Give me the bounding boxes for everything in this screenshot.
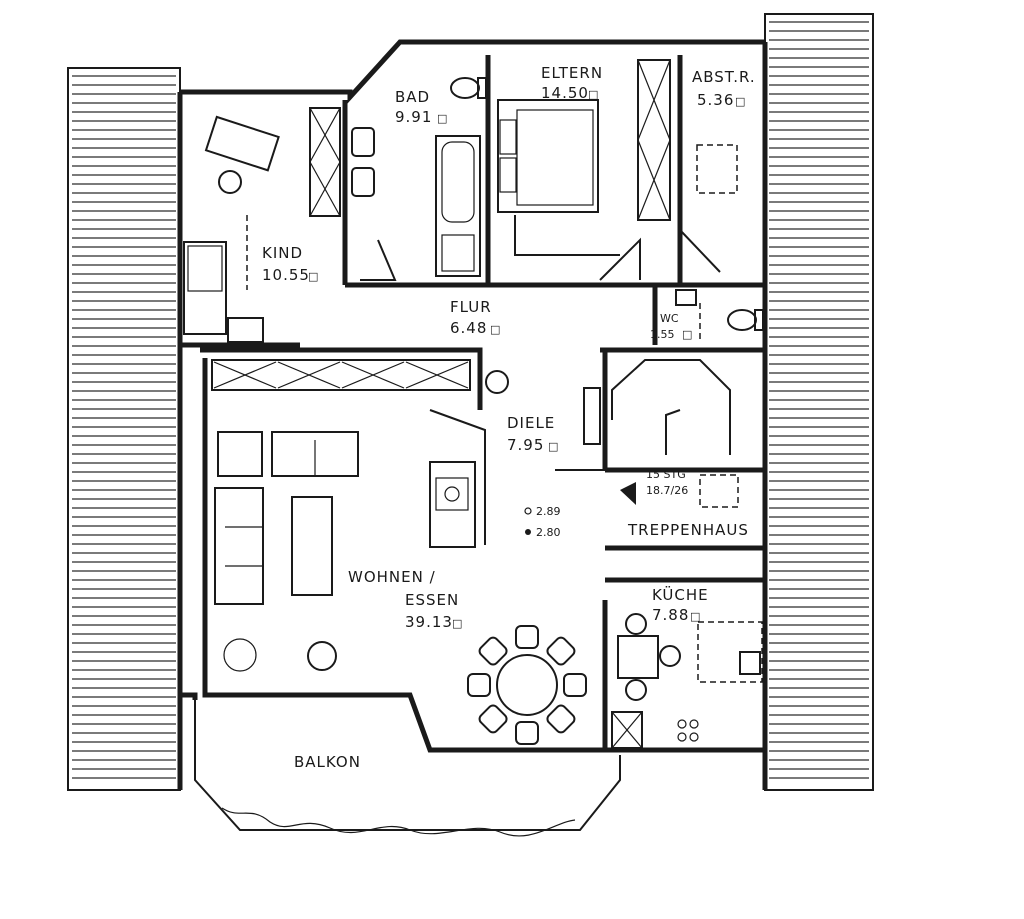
level-mark-1: 2.89 xyxy=(536,505,561,518)
room-wohnen-area: 39.13 xyxy=(405,613,453,631)
area-unit: □ xyxy=(735,95,745,108)
stair-steps-note: 15 STG xyxy=(646,468,686,481)
room-eltern-area: 14.50 xyxy=(541,84,589,102)
roof-slope-right xyxy=(764,13,874,791)
room-kueche-area: 7.88 xyxy=(652,606,689,624)
dining-chair xyxy=(515,721,539,745)
dining-chair xyxy=(478,704,508,734)
room-kind-name: KIND xyxy=(262,244,303,262)
room-diele-name: DIELE xyxy=(507,414,555,432)
area-unit: □ xyxy=(452,617,462,630)
area-unit: □ xyxy=(588,88,598,101)
shelf-cross-line xyxy=(277,361,341,389)
abstr-furniture xyxy=(679,144,738,273)
area-unit: □ xyxy=(548,440,558,453)
room-bad-area: 9.91 xyxy=(395,108,432,126)
staircase xyxy=(611,359,739,508)
area-unit: □ xyxy=(682,328,692,341)
room-flur-area: 6.48 xyxy=(450,319,487,337)
shelf-cross-line xyxy=(213,361,277,389)
wc-fixtures xyxy=(675,289,764,340)
kind-furniture xyxy=(183,107,341,343)
shelf-cross-line xyxy=(341,361,405,389)
interior-walls xyxy=(180,55,765,753)
area-unit: □ xyxy=(690,610,700,623)
room-wc-name: WC xyxy=(660,312,679,325)
level-mark-2: 2.80 xyxy=(536,526,561,539)
diele-furniture xyxy=(429,370,605,548)
dining-chair xyxy=(467,673,491,697)
room-bad-name: BAD xyxy=(395,88,430,106)
wohnen-furniture xyxy=(211,359,587,745)
room-labels: BAD 9.91 □ ELTERN 14.50 □ ABST.R. 5.36 □… xyxy=(262,64,756,771)
shelf-cross-line xyxy=(405,361,469,389)
room-kueche-name: KÜCHE xyxy=(652,585,709,604)
room-wc-area: 1.55 xyxy=(650,328,675,341)
dining-chair xyxy=(563,673,587,697)
area-unit: □ xyxy=(308,270,318,283)
dining-chair xyxy=(515,625,539,649)
room-kind-area: 10.55 xyxy=(262,266,310,284)
balkon-label: BALKON xyxy=(294,753,361,771)
room-diele-area: 7.95 xyxy=(507,436,544,454)
room-wohnen-name: WOHNEN / xyxy=(348,568,436,586)
dining-chair xyxy=(478,636,508,666)
dining-chair xyxy=(546,704,576,734)
area-unit: □ xyxy=(437,112,447,125)
stair-ratio-note: 18.7/26 xyxy=(646,484,688,497)
dining-chair xyxy=(546,636,576,666)
bad-furniture xyxy=(351,77,487,281)
kueche-furniture xyxy=(611,613,763,749)
eltern-furniture xyxy=(497,59,671,281)
room-flur-name: FLUR xyxy=(450,298,492,316)
room-wohnen-name2: ESSEN xyxy=(405,591,459,609)
exterior-walls xyxy=(177,39,768,790)
room-abstr-name: ABST.R. xyxy=(692,68,756,86)
roof-slope-left xyxy=(67,67,181,791)
balcony xyxy=(194,700,621,837)
room-abstr-area: 5.36 xyxy=(697,91,734,109)
area-unit: □ xyxy=(490,323,500,336)
room-eltern-name: ELTERN xyxy=(541,64,603,82)
treppenhaus-label: TREPPENHAUS xyxy=(627,521,749,539)
